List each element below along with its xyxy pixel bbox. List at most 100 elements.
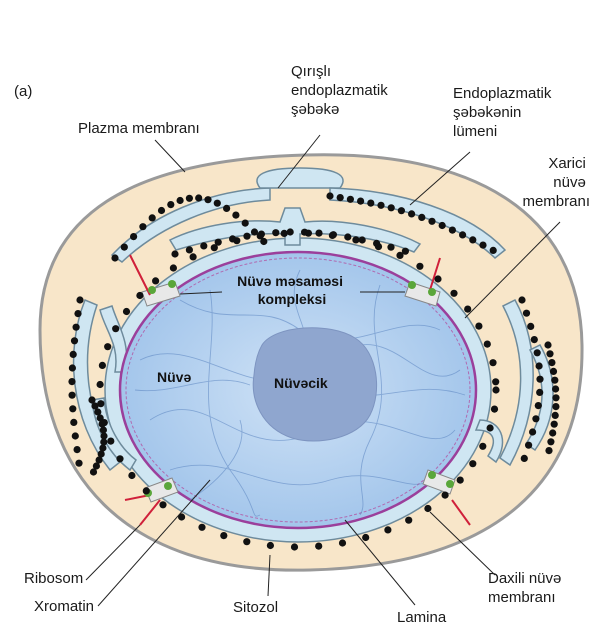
ribosome-dot <box>260 238 267 245</box>
er-lumen-label: Endoplazmatik şəbəkənin lümeni <box>453 85 556 140</box>
leader-plasma-membrane <box>155 140 185 172</box>
ribosome-dot <box>449 227 456 234</box>
ribosome-dot <box>198 524 205 531</box>
ribosome-dot <box>170 264 177 271</box>
ribosome-dot <box>121 244 128 251</box>
ribosome-dot <box>267 542 274 549</box>
ribosome-dot <box>291 543 298 550</box>
ribosome-dot <box>344 233 351 240</box>
ribosome-dot <box>536 376 543 383</box>
ribosome-dot <box>457 477 464 484</box>
chromatin-label: Xromatin <box>34 598 94 615</box>
ribosome-dot <box>74 310 81 317</box>
ribosome-dot <box>111 254 118 261</box>
ribosome-dot <box>408 210 415 217</box>
ribosome-dot <box>301 229 308 236</box>
ribosome-dot <box>70 419 77 426</box>
ribosome-dot <box>459 231 466 238</box>
panel-label: (a) <box>14 83 32 100</box>
ribosome-dot <box>149 214 156 221</box>
ribosome-dot <box>214 200 221 207</box>
ribosome-dot <box>418 214 425 221</box>
ribosome-dot <box>97 381 104 388</box>
ribosome-dot <box>534 349 541 356</box>
ribosome-dot <box>186 195 193 202</box>
ribosome-dot <box>487 424 494 431</box>
ribosome-dot <box>492 386 499 393</box>
ribosome-dot <box>552 412 559 419</box>
ribosome-dot <box>352 236 359 243</box>
ribosome-dot <box>337 194 344 201</box>
cytosol-label: Sitozol <box>233 599 278 616</box>
ribosome-dot <box>326 192 333 199</box>
ribosome-dot <box>190 253 197 260</box>
nucleus-label: Nüvə <box>157 369 191 385</box>
ribosome-dot <box>548 359 555 366</box>
ribosome-dot <box>479 242 486 249</box>
ribosome-dot <box>258 231 265 238</box>
ribosome-dot <box>367 200 374 207</box>
ribosome-dot <box>272 229 279 236</box>
ribosome-dot <box>547 438 554 445</box>
ribosome-dot <box>521 455 528 462</box>
ribosome-dot <box>242 220 249 227</box>
ribosome-dot <box>532 415 539 422</box>
ribosome-dot <box>139 223 146 230</box>
ribosome-dot <box>223 205 230 212</box>
ribosome-dot <box>552 394 559 401</box>
ribosome-dot <box>475 323 482 330</box>
ribosome-dot <box>281 230 288 237</box>
ribosome-dot <box>215 239 222 246</box>
ribosome-dot <box>287 228 294 235</box>
ribosome-dot <box>450 290 457 297</box>
ribosome-dot <box>177 197 184 204</box>
ribosome-dot <box>428 218 435 225</box>
ribosome-dot <box>315 543 322 550</box>
ribosome-dot <box>388 204 395 211</box>
ribosome-label: Ribosom <box>24 570 83 587</box>
ribosome-dot <box>551 421 558 428</box>
ribosome-dot <box>112 325 119 332</box>
ribosome-dot <box>536 362 543 369</box>
rough-er-label: Qırışlı endoplazmatik şəbəkə <box>291 63 392 118</box>
ribosome-dot <box>330 231 337 238</box>
ribosome-dot <box>195 194 202 201</box>
ribosome-dot <box>479 443 486 450</box>
ribosome-dot <box>545 447 552 454</box>
ribosome-dot <box>167 201 174 208</box>
ribosome-dot <box>75 460 82 467</box>
leader-ribosome <box>86 525 140 580</box>
ribosome-dot <box>104 343 111 350</box>
ribosome-dot <box>464 306 471 313</box>
ribosome-dot <box>143 487 150 494</box>
ribosome-dot <box>377 202 384 209</box>
ribosome-dot <box>439 222 446 229</box>
ribosome-dot <box>123 308 130 315</box>
ribosome-dot <box>469 236 476 243</box>
ribosome-dot <box>69 392 76 399</box>
ribosome-dot <box>551 377 558 384</box>
ribosome-dot <box>315 230 322 237</box>
ribosome-dot <box>469 460 476 467</box>
ribosome-dot <box>99 362 106 369</box>
ribosome-dot <box>232 212 239 219</box>
ribosome-dot <box>90 468 97 475</box>
ribosome-dot <box>402 248 409 255</box>
ribosome-dot <box>130 233 137 240</box>
ribosome-dot <box>107 438 114 445</box>
ribosome-dot <box>384 526 391 533</box>
ribosome-dot <box>552 403 559 410</box>
ribosome-dot <box>159 501 166 508</box>
ribosome-dot <box>152 277 159 284</box>
ribosome-dot <box>523 310 530 317</box>
ribosome-dot <box>552 385 559 392</box>
ribosome-dot <box>362 534 369 541</box>
inner-membrane-label: Daxili nüvə membranı <box>488 570 566 606</box>
ribosome-dot <box>347 196 354 203</box>
ribosome-dot <box>489 359 496 366</box>
ribosome-dot <box>229 235 236 242</box>
ribosome-dot <box>529 428 536 435</box>
ribosome-dot <box>70 351 77 358</box>
plasma-membrane-label: Plazma membranı <box>78 120 200 137</box>
